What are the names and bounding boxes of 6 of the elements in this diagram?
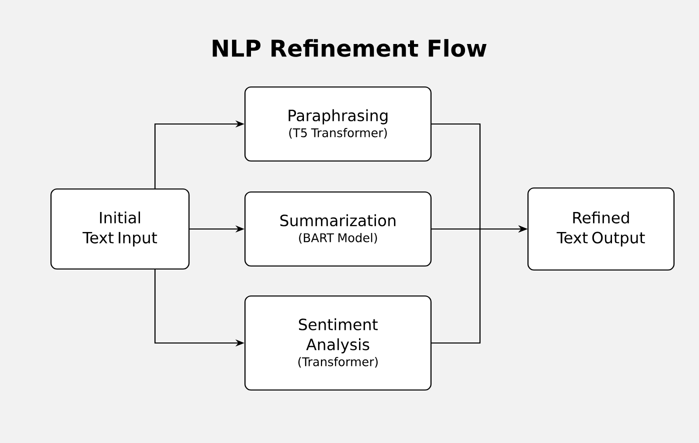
process-box: Refined Text Output (527, 187, 675, 271)
process-box: Sentiment Analysis (Transformer) (244, 295, 432, 391)
process-box: Paraphrasing (T5 Transformer) (244, 86, 432, 162)
process-box: Summarization (BART Model) (244, 191, 432, 267)
process-box: Initial Text Input (50, 188, 190, 270)
title: NLP Refinement Flow (212, 39, 487, 57)
